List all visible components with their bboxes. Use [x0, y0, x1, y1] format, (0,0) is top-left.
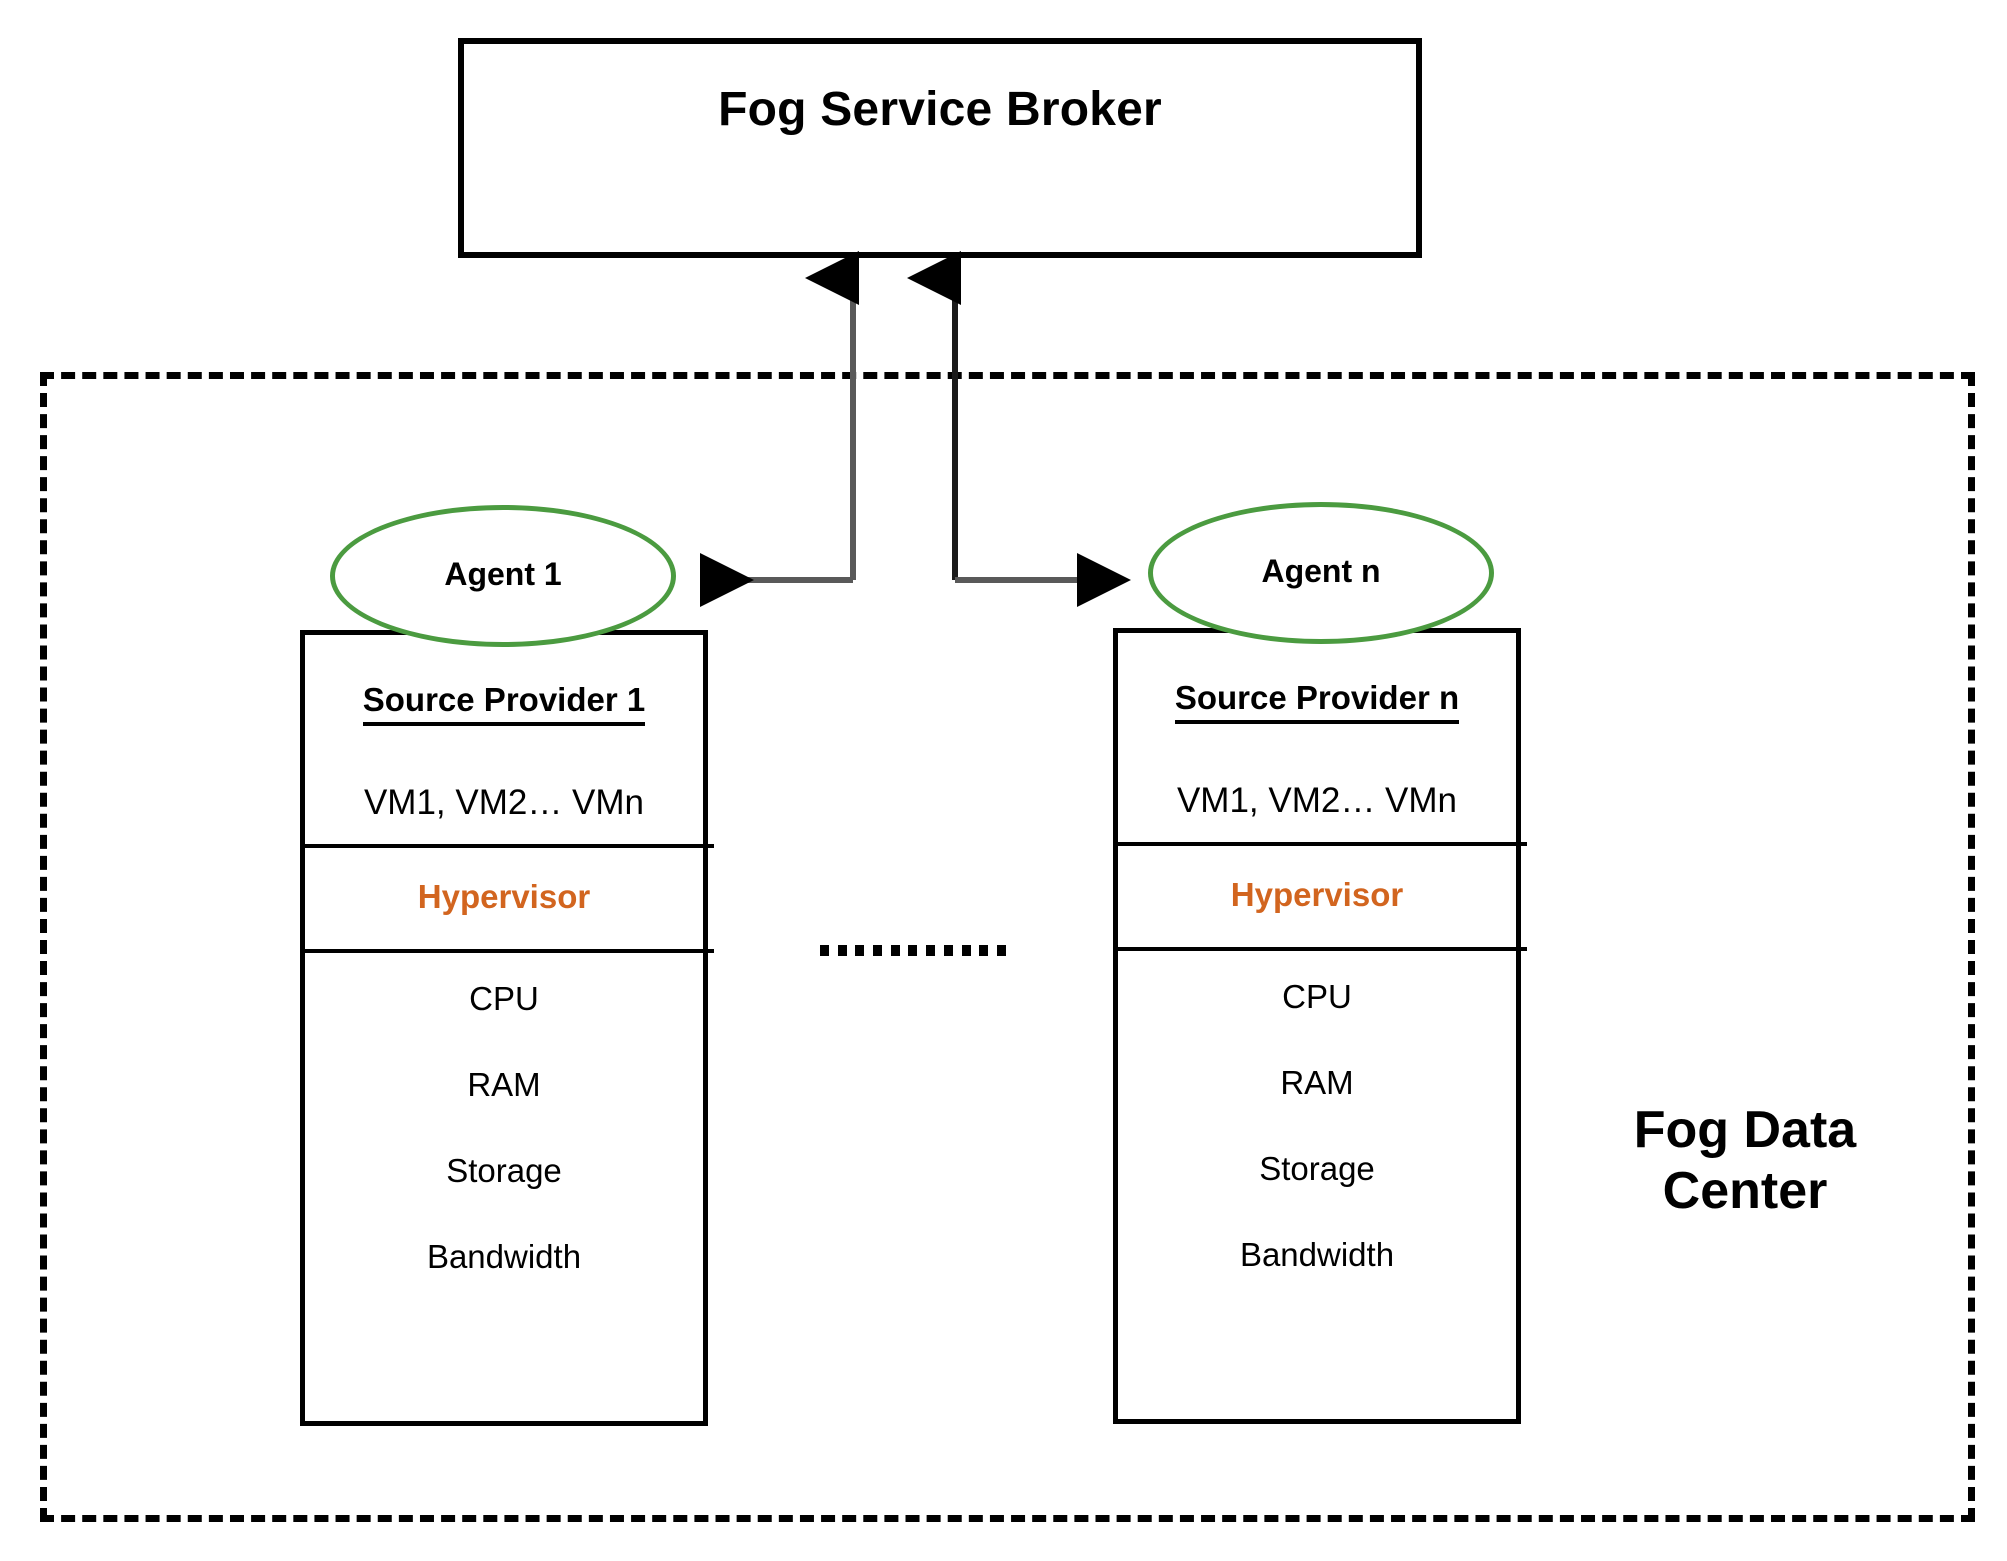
dot — [837, 944, 847, 956]
resource-item: CPU — [1282, 978, 1352, 1015]
dot — [979, 944, 989, 956]
source-provider-n-vm-list: VM1, VM2… VMn — [1176, 781, 1458, 820]
dot — [961, 944, 971, 956]
fog-data-center-label-line2: Center — [1662, 1162, 1828, 1221]
dot — [890, 944, 900, 956]
source-provider-1-box: Source Provider 1 VM1, VM2… VMn Hypervis… — [300, 630, 714, 1426]
resource-item: Storage — [1259, 1150, 1375, 1187]
dot — [943, 944, 953, 956]
dot — [926, 944, 936, 956]
agent-1-label: Agent 1 — [444, 555, 562, 592]
dot — [996, 944, 1006, 956]
resource-item: RAM — [1280, 1064, 1354, 1101]
fog-data-center-label: Fog Data Center — [1570, 1100, 1920, 1223]
resource-item: Storage — [446, 1152, 562, 1189]
source-provider-1-title-text: Source Provider 1 — [362, 681, 646, 726]
source-provider-1-hypervisor-label: Hypervisor — [417, 878, 591, 915]
resource-item: RAM — [467, 1066, 541, 1103]
source-provider-n-hypervisor-label: Hypervisor — [1230, 876, 1404, 913]
dot — [820, 944, 829, 956]
source-provider-1-vm-list: VM1, VM2… VMn — [363, 783, 645, 822]
source-provider-n-title: Source Provider n — [1118, 679, 1516, 724]
fog-service-broker-title: Fog Service Broker — [718, 83, 1162, 136]
source-provider-1-resources: CPU RAM Storage Bandwidth — [305, 980, 703, 1324]
source-provider-n-box: Source Provider n VM1, VM2… VMn Hypervis… — [1113, 628, 1527, 1424]
dot — [873, 944, 883, 956]
agent-n-ellipse: Agent n — [1148, 502, 1494, 644]
source-provider-1-title: Source Provider 1 — [305, 681, 703, 726]
provider-n-divider-bottom — [1117, 947, 1527, 951]
source-provider-n-title-text: Source Provider n — [1174, 679, 1460, 724]
resource-item: Bandwidth — [1239, 1236, 1395, 1273]
source-provider-n-resources: CPU RAM Storage Bandwidth — [1118, 978, 1516, 1322]
dot — [855, 944, 865, 956]
fog-data-center-region — [40, 372, 1975, 1522]
provider-1-divider-top — [304, 844, 714, 848]
resource-item: Bandwidth — [426, 1238, 582, 1275]
resource-item: CPU — [469, 980, 539, 1017]
agent-1-ellipse: Agent 1 — [330, 505, 676, 647]
fog-service-broker-box: Fog Service Broker — [458, 38, 1422, 258]
provider-n-divider-top — [1117, 842, 1527, 846]
agent-n-label: Agent n — [1261, 552, 1381, 589]
fog-data-center-label-line1: Fog Data — [1633, 1101, 1857, 1159]
provider-1-divider-bottom — [304, 949, 714, 953]
dot — [908, 944, 918, 956]
provider-ellipsis-separator — [820, 944, 1006, 956]
